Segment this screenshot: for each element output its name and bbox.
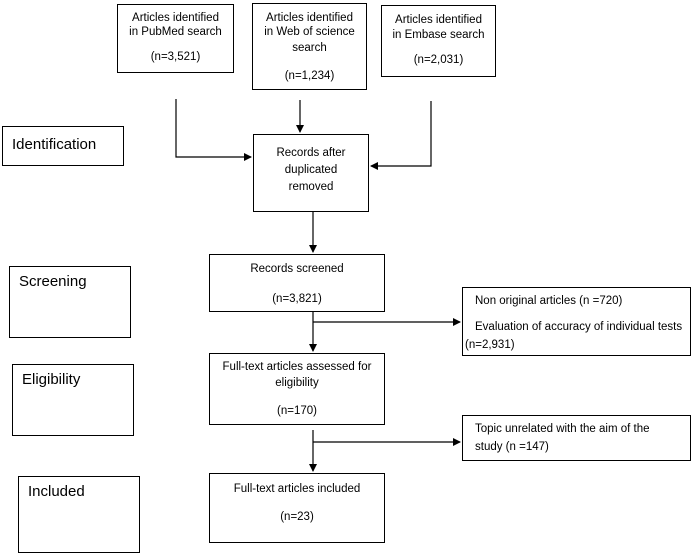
wos-line2: in Web of science — [264, 26, 355, 38]
screening-stage-box — [9, 266, 131, 338]
fulltext-assessed-count: (n=170) — [277, 405, 317, 417]
excluded-screening-line3: (n=2,931) — [465, 339, 515, 351]
pubmed-line1: Articles identified — [132, 12, 219, 24]
wos-line3: search — [292, 42, 327, 54]
included-box — [209, 473, 385, 543]
pubmed-to-dedup-arrow — [175, 99, 252, 161]
embase-to-dedup-arrow — [370, 101, 432, 170]
included-label: Included — [28, 483, 85, 500]
records-screened-title: Records screened — [250, 263, 344, 275]
embase-count: (n=2,031) — [413, 54, 464, 66]
embase-line1: Articles identified — [395, 14, 482, 26]
dedup-box — [253, 134, 369, 212]
pubmed-source-box — [117, 4, 234, 73]
included-title: Full-text articles included — [233, 483, 361, 495]
wos-source-box — [252, 3, 367, 90]
embase-source-box — [381, 5, 496, 77]
pubmed-count: (n=3,521) — [150, 51, 201, 63]
dedup-line1: Records after — [276, 147, 346, 159]
excluded-screening-line2: Evaluation of accuracy of individual tes… — [475, 321, 683, 333]
fulltext-assessed-line2: eligibility — [275, 377, 319, 389]
records-screened-count: (n=3,821) — [272, 293, 322, 305]
included-count: (n=23) — [280, 511, 314, 523]
excluded-screening-box — [462, 287, 691, 356]
eligibility-label: Eligibility — [22, 371, 81, 388]
fulltext-assessed-box — [209, 353, 385, 425]
screening-label: Screening — [19, 273, 87, 290]
wos-count: (n=1,234) — [284, 70, 335, 82]
excluded-fulltext-box — [462, 415, 691, 461]
excluded-fulltext-line1: Topic unrelated with the aim of the — [475, 423, 650, 435]
excluded-screening-line1: Non original articles (n =720) — [475, 295, 623, 307]
pubmed-line2: in PubMed search — [129, 26, 222, 38]
included-stage-box — [18, 476, 140, 553]
identification-label: Identification — [12, 136, 97, 153]
records-screened-box — [209, 254, 385, 312]
dedup-line2: duplicated — [284, 164, 338, 176]
eligibility-stage-box — [12, 364, 134, 436]
dedup-line3: removed — [288, 181, 334, 193]
embase-line2: in Embase search — [392, 29, 485, 41]
excluded-fulltext-line2: study (n =147) — [475, 441, 549, 453]
identification-stage-box — [2, 126, 124, 166]
fulltext-assessed-line1: Full-text articles assessed for — [222, 361, 372, 373]
wos-line1: Articles identified — [266, 12, 353, 24]
